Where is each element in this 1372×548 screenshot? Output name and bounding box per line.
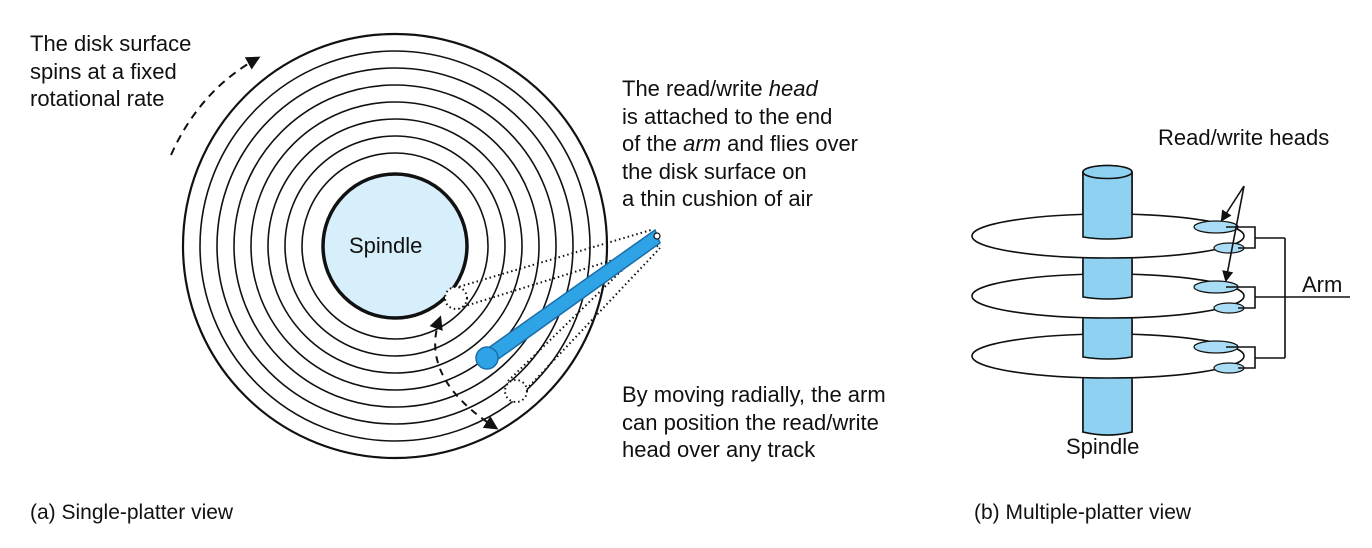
read-write-heads-label: Read/write heads — [1158, 125, 1330, 150]
caption-single-platter: (a) Single-platter view — [30, 501, 234, 524]
radial-move-arrow — [429, 315, 499, 430]
multi-heads — [1193, 220, 1245, 374]
arm-label: Arm — [1302, 272, 1343, 297]
spindle-segments — [1082, 164, 1133, 436]
radial-note-line: can position the read/write — [622, 409, 879, 435]
head-note-line: The read/write head — [622, 75, 858, 103]
head-note-line: the disk surface on — [622, 158, 858, 186]
spin-note-line: The disk surface — [30, 31, 192, 56]
arm — [475, 228, 661, 370]
track — [250, 101, 540, 391]
head-note-line: a thin cushion of air — [622, 185, 858, 213]
multi-spindle-label: Spindle — [1066, 434, 1140, 459]
head-note-line: is attached to the end — [622, 103, 858, 131]
head-note-emphasis: head — [768, 76, 818, 101]
platter-outer-edge — [181, 32, 609, 460]
radial-note-line: By moving radially, the arm — [622, 382, 886, 407]
head-note-text: and flies over — [721, 131, 859, 156]
head-note-text: of the — [622, 131, 684, 156]
head-note-text: The read/write — [622, 76, 769, 101]
platter-tracks — [181, 32, 609, 460]
track — [301, 152, 489, 340]
track — [284, 135, 506, 357]
head-note-emphasis: arm — [683, 131, 722, 156]
spindle — [321, 172, 469, 320]
track — [199, 50, 591, 442]
head-note-line: of the arm and flies over — [622, 130, 858, 158]
head-note-text: is attached to the end — [622, 103, 833, 129]
spin-note: The disk surface spins at a fixed rotati… — [30, 30, 191, 113]
radial-note-line: head over any track — [622, 437, 816, 462]
caption-multiple-platter: (b) Multiple-platter view — [974, 501, 1192, 524]
rotation-arrow — [170, 56, 261, 156]
track — [233, 84, 557, 408]
track — [216, 67, 574, 425]
spindle-label: Spindle — [349, 233, 423, 258]
track — [267, 118, 523, 374]
spin-note-line: rotational rate — [30, 86, 165, 111]
heads-pointers — [1220, 185, 1245, 283]
ghost-arm-inner — [444, 229, 662, 310]
spin-note-line: spins at a fixed — [30, 58, 177, 84]
ghost-arm-outer — [504, 241, 661, 403]
head-note-text: the disk surface on — [622, 158, 807, 184]
head-note-text: a thin cushion of air — [622, 186, 813, 211]
read-write-head — [653, 232, 661, 240]
multi-arm — [1226, 226, 1350, 369]
radial-note: By moving radially, the arm can position… — [622, 381, 886, 464]
